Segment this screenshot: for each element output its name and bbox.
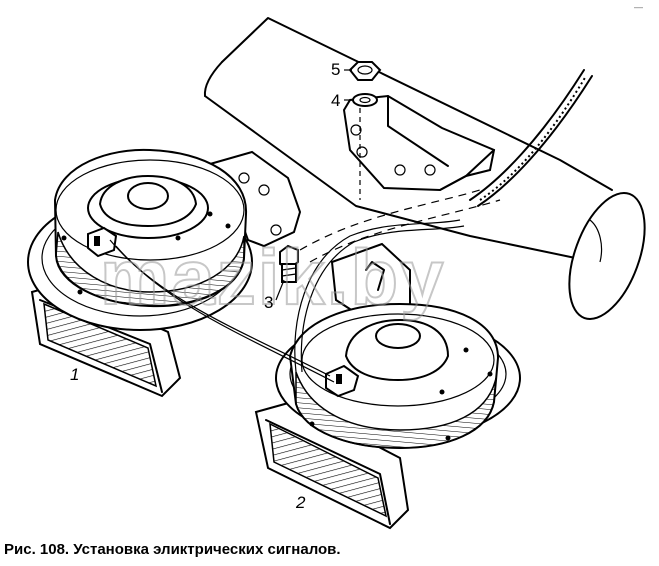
horn-installation-diagram: —: [27, 2, 646, 530]
power-cable: [469, 69, 593, 207]
figure-caption: Рис. 108. Установка эликтрических сигнал…: [4, 541, 341, 558]
nut-5: [348, 61, 382, 81]
corner-mark: —: [634, 2, 643, 12]
horn-1: [27, 148, 302, 398]
callout-2: 2: [295, 493, 306, 512]
cross-member-tube: [203, 17, 646, 320]
watermark: mazik.by: [100, 233, 445, 321]
mounting-bracket: [342, 94, 496, 200]
horn-2: [254, 242, 521, 530]
callout-3: 3: [264, 293, 273, 312]
callout-5: 5: [331, 60, 340, 79]
horn-wiring: [109, 219, 465, 383]
callout-4: 4: [331, 91, 340, 110]
bolt-3: [279, 244, 299, 283]
callout-1: 1: [70, 365, 79, 384]
callouts: 5 4 3 1 2: [70, 60, 354, 512]
washer-4: [352, 93, 378, 107]
